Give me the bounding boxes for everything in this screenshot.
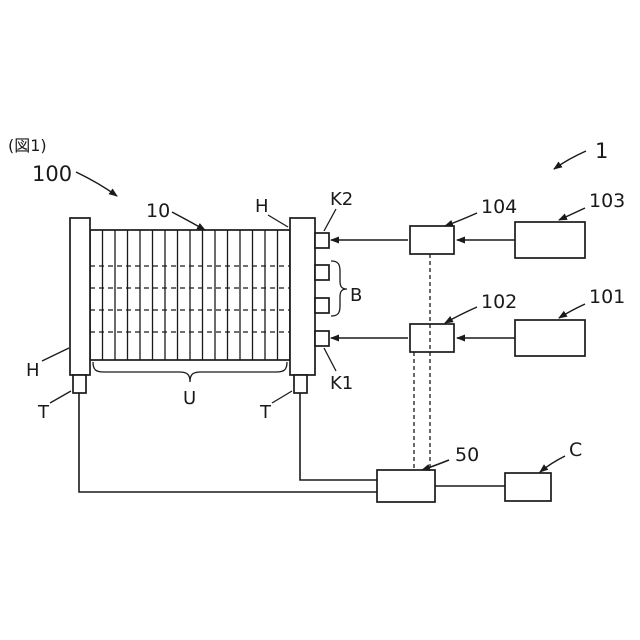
label-50: 50 (455, 444, 479, 466)
box-103 (514, 221, 586, 259)
label-t-left: T (37, 402, 50, 423)
wire-terminal-left-to-50 (78, 393, 377, 493)
label-1: 1 (595, 139, 608, 163)
label-h-top: H (255, 196, 269, 217)
box-50 (376, 469, 436, 503)
terminal-left (72, 374, 87, 394)
connector-k2 (314, 232, 330, 249)
label-k1: K1 (330, 373, 353, 394)
connector-b-lower (314, 297, 330, 314)
arrow-label-1 (553, 150, 587, 170)
label-t-right: T (259, 402, 272, 423)
box-104 (409, 225, 455, 255)
brace-u (92, 361, 288, 383)
label-k2: K2 (330, 189, 353, 210)
arrow-label-c (539, 455, 566, 473)
connector-b-upper (314, 264, 330, 281)
wire-terminal-right-to-50 (299, 393, 377, 481)
arrow-label-101 (558, 303, 586, 319)
arrow-label-102 (444, 306, 478, 324)
box-c (504, 472, 552, 502)
stack-fins (101, 230, 279, 360)
leader-h-top (267, 214, 289, 228)
arrow-label-104 (444, 212, 478, 227)
box-101 (514, 319, 586, 357)
header-left (69, 217, 91, 376)
leader-t-left (49, 390, 72, 404)
label-b: B (350, 285, 362, 306)
label-100: 100 (32, 162, 72, 186)
box-102 (409, 323, 455, 353)
connector-k1 (314, 330, 330, 347)
arrow-label-10 (171, 211, 206, 231)
label-102: 102 (481, 291, 517, 313)
label-10: 10 (146, 200, 170, 222)
arrow-label-103 (558, 207, 586, 221)
label-u: U (183, 388, 196, 409)
terminal-right (293, 374, 308, 394)
header-right (289, 217, 316, 376)
label-101: 101 (589, 286, 625, 308)
figure-caption: (図1) (8, 136, 47, 155)
arrow-label-100 (75, 171, 118, 197)
label-104: 104 (481, 196, 517, 218)
label-c: C (569, 439, 582, 461)
stack-level-lines (72, 265, 313, 333)
leader-k1 (323, 347, 337, 372)
label-103: 103 (589, 190, 625, 212)
arrow-label-50 (421, 459, 450, 471)
leader-k2 (323, 208, 337, 232)
label-h-left: H (26, 360, 40, 381)
leader-t-right (271, 390, 293, 404)
brace-b (330, 260, 348, 317)
leader-h-left (41, 347, 70, 362)
